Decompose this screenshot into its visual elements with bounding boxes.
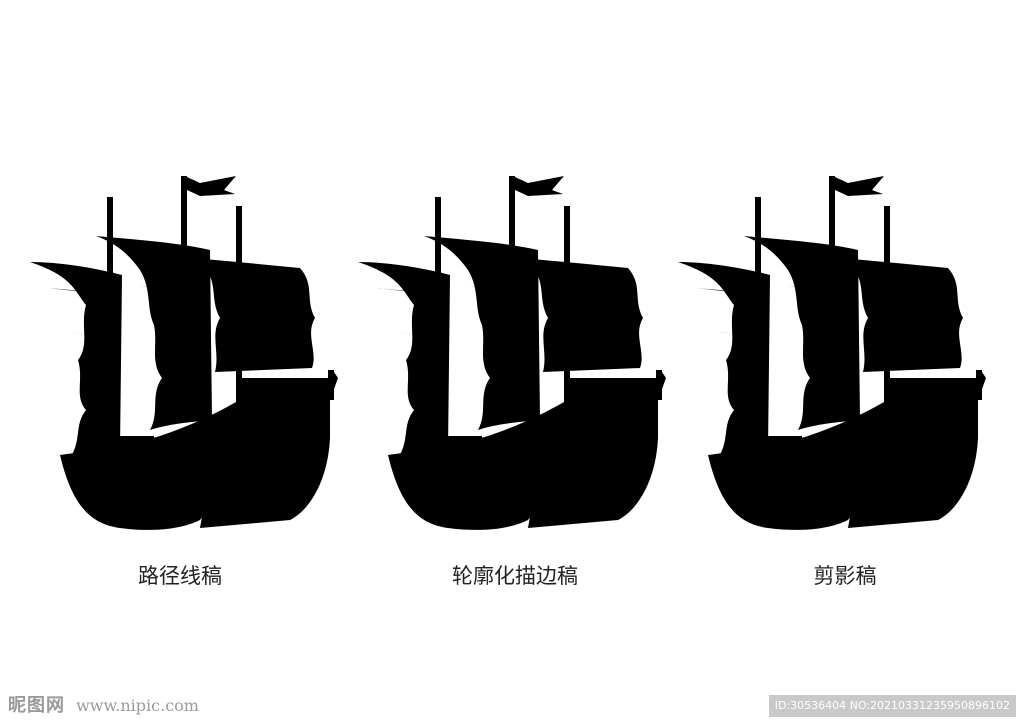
ship-outline-stroke bbox=[358, 176, 666, 530]
watermark-brand: 昵图网 bbox=[8, 695, 65, 716]
image-id-badge: ID:30536404 NO:20210331235950896102 bbox=[768, 695, 1016, 717]
ship-silhouette bbox=[678, 176, 986, 530]
caption-outline-stroke: 轮廓化描边稿 bbox=[452, 564, 578, 588]
ship-path-lineart bbox=[30, 176, 338, 530]
watermark-url: www.nipic.com bbox=[76, 696, 199, 715]
caption-path-lineart: 路径线稿 bbox=[138, 564, 222, 588]
caption-silhouette: 剪影稿 bbox=[813, 564, 877, 588]
watermark: 昵图网 www.nipic.com bbox=[8, 694, 199, 718]
